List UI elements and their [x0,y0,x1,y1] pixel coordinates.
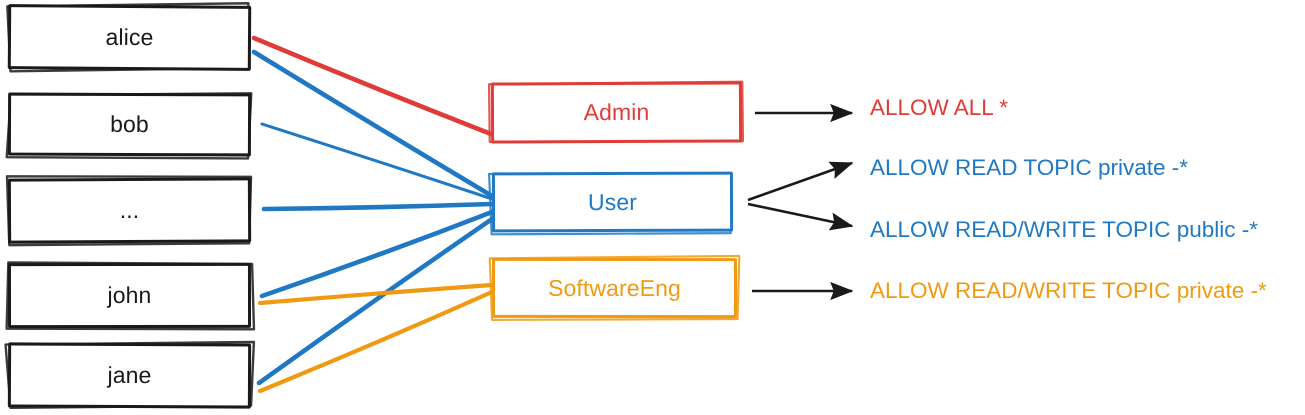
role-membership-edges [251,35,495,394]
user-node-label: jane [107,361,152,389]
user-node-more[interactable]: ... [7,177,252,244]
rule-allow-all: ALLOW ALL * [870,95,1008,120]
role-node-label: SoftwareEng [548,274,681,301]
role-node-label: User [587,188,638,215]
edge-jane-user-sketch [257,218,493,385]
edge-bob-user-sketch [260,122,494,199]
user-node-bob[interactable]: bob [7,92,252,157]
user-node-label: john [107,281,152,309]
user-node-john[interactable]: john [7,262,252,329]
rule-readwrite-topic-public: ALLOW READ/WRITE TOPIC public -* [870,217,1259,242]
edge-bob-user [260,122,494,201]
rule-readwrite-topic-private: ALLOW READ/WRITE TOPIC private -* [870,278,1267,303]
edge-alice-user-sketch [252,49,495,198]
role-node-admin[interactable]: Admin [490,81,743,144]
user-node-label: alice [105,23,154,51]
role-node-label: Admin [583,98,650,126]
user-node-label: ... [119,196,140,224]
user-node-alice[interactable]: alice [7,4,252,71]
rule-arrows [747,103,854,301]
edge-john-user-sketch [261,211,493,297]
user-node-jane[interactable]: jane [7,342,252,409]
sketch-outline [488,254,741,321]
rule-read-topic-private: ALLOW READ TOPIC private -* [870,155,1189,180]
arrow-user-to-readwrite-topic-public [747,202,854,231]
arrow-user-to-read-topic-private [747,161,854,202]
user-node-label: bob [110,110,149,138]
edge-alice-admin-sketch [254,38,493,136]
role-node-user[interactable]: User [491,171,734,233]
role-node-softwareeng[interactable]: SoftwareEng [491,257,738,319]
edge-more-user-sketch [264,202,492,211]
edge-john-softwareeng-sketch [258,282,494,304]
edge-jane-softwareeng-sketch [258,290,492,392]
